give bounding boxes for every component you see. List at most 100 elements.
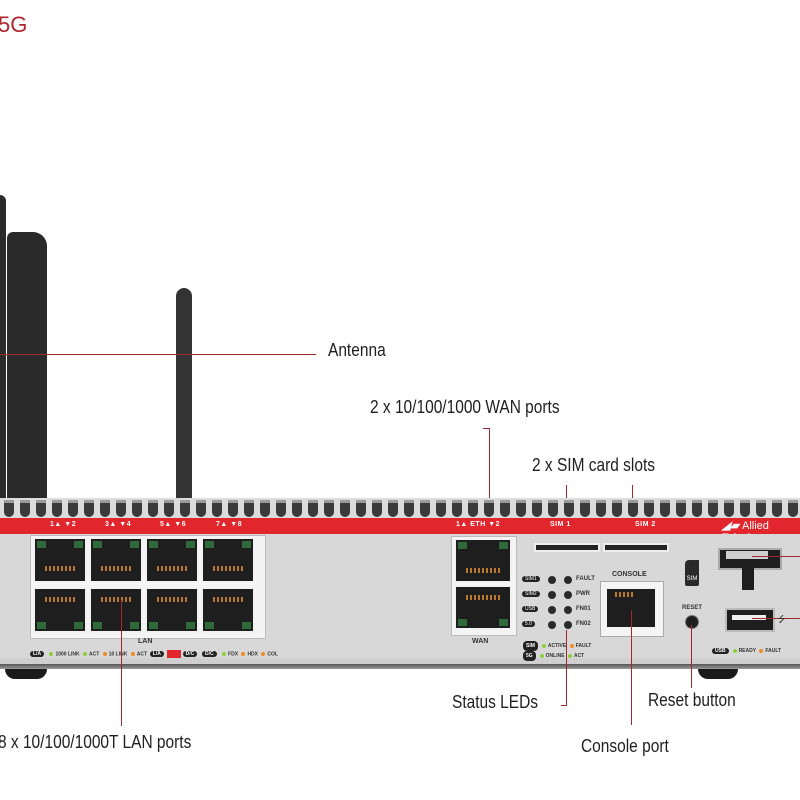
port-pins bbox=[45, 597, 75, 602]
module-slot-inner bbox=[726, 551, 768, 559]
usb-port[interactable] bbox=[725, 608, 775, 632]
legend-text: FAULT bbox=[765, 648, 782, 654]
mode-pill: L/A bbox=[149, 651, 164, 658]
status-led-icon bbox=[564, 591, 572, 599]
vent-slot bbox=[260, 500, 270, 517]
status-leds-callout-line-h bbox=[561, 705, 567, 706]
status-leds-label: Status LEDs bbox=[452, 692, 539, 712]
sim1-slot[interactable] bbox=[534, 543, 600, 552]
status-pill: SIM bbox=[523, 641, 538, 651]
vent-slot bbox=[180, 500, 190, 517]
port-led-icon bbox=[37, 622, 46, 629]
antenna-large-left bbox=[0, 195, 6, 500]
vent-slot bbox=[452, 500, 462, 517]
lan-legend-pill: L/A bbox=[30, 651, 45, 658]
lan-port-label-1-2: 1▲ ▼2 bbox=[50, 521, 77, 528]
port-pins bbox=[101, 597, 131, 602]
module-slot-stem bbox=[742, 566, 754, 590]
vent-slot bbox=[132, 500, 142, 517]
foot-right bbox=[698, 669, 738, 679]
lan-port-label-5-6: 5▲ ▼6 bbox=[160, 521, 187, 528]
reset-label: RESET bbox=[682, 605, 703, 611]
lan-port-4[interactable] bbox=[89, 587, 143, 633]
port-led-icon bbox=[242, 622, 251, 629]
led-green-icon bbox=[222, 652, 227, 656]
wan-port-2[interactable] bbox=[454, 585, 512, 630]
vent-slot bbox=[68, 500, 78, 517]
vent-slot bbox=[148, 500, 158, 517]
lan-callout-line bbox=[121, 600, 122, 726]
lan-port-3[interactable] bbox=[89, 537, 143, 583]
legend-text: FDX bbox=[228, 651, 239, 658]
foot-left bbox=[5, 669, 47, 679]
status-led-icon bbox=[548, 621, 556, 629]
vent-slot bbox=[644, 500, 654, 517]
red-top-band bbox=[0, 518, 800, 534]
lan-port-label-7-8: 7▲ ▼8 bbox=[216, 521, 243, 528]
wan-port-1[interactable] bbox=[454, 538, 512, 583]
usb-icon: ⭍ bbox=[778, 614, 786, 624]
port-led-icon bbox=[93, 541, 102, 548]
vent-slot bbox=[388, 500, 398, 517]
legend-text: ACT bbox=[136, 651, 147, 658]
vent-slot bbox=[500, 500, 510, 517]
vent-slot bbox=[596, 500, 606, 517]
lan-port-8[interactable] bbox=[201, 587, 255, 633]
port-led-icon bbox=[186, 541, 195, 548]
vent-slot bbox=[100, 500, 110, 517]
vent-slot bbox=[404, 500, 414, 517]
vent-slot bbox=[612, 500, 622, 517]
vent-slot bbox=[756, 500, 766, 517]
lan-port-1[interactable] bbox=[33, 537, 87, 583]
vent-slot bbox=[164, 500, 174, 517]
vent-slot bbox=[660, 500, 670, 517]
status-led-label-left: SIM1 bbox=[522, 576, 540, 582]
status-leds-callout-line-v bbox=[566, 630, 567, 705]
legend-text: HDX bbox=[247, 651, 258, 658]
port-led-icon bbox=[74, 541, 83, 548]
legend-text: 10 LINK bbox=[108, 651, 128, 658]
usb-pill: USB bbox=[712, 648, 729, 654]
dc-pill: D/C bbox=[202, 651, 217, 658]
reset-button[interactable] bbox=[685, 615, 699, 629]
vent-slot bbox=[244, 500, 254, 517]
led-mode-button[interactable] bbox=[167, 650, 182, 658]
antenna-large bbox=[7, 232, 47, 500]
vent-slot bbox=[36, 500, 46, 517]
vent-slot bbox=[20, 500, 30, 517]
lan-port-5[interactable] bbox=[145, 537, 199, 583]
sim2-band-label: SIM 2 bbox=[635, 521, 656, 528]
lan-port-6[interactable] bbox=[145, 587, 199, 633]
usb-callout-line bbox=[752, 618, 800, 619]
lan-port-7[interactable] bbox=[201, 537, 255, 583]
vent-slot bbox=[788, 500, 798, 517]
status-led-icon bbox=[548, 606, 556, 614]
vent-slot bbox=[692, 500, 702, 517]
vent-slot bbox=[308, 500, 318, 517]
vent-slot bbox=[292, 500, 302, 517]
vent-slot bbox=[436, 500, 446, 517]
legend-text: COL bbox=[267, 651, 278, 658]
vent-slot bbox=[676, 500, 686, 517]
vent-slot bbox=[372, 500, 382, 517]
reset-callout-line bbox=[691, 625, 692, 688]
wan-ports-label: 2 x 10/100/1000 WAN ports bbox=[370, 397, 560, 417]
status-led-label-left: USB bbox=[522, 606, 539, 612]
vent-slot bbox=[84, 500, 94, 517]
vent-slot bbox=[516, 500, 526, 517]
port-pins bbox=[157, 597, 187, 602]
led-green-icon bbox=[541, 643, 546, 648]
led-orange-icon bbox=[569, 643, 574, 648]
lan-port-2[interactable] bbox=[33, 587, 87, 633]
console-callout-line bbox=[631, 610, 632, 725]
led-green-icon bbox=[732, 648, 737, 653]
lan-ports-label: 8 x 10/100/1000T LAN ports bbox=[0, 732, 192, 752]
brand-mark-icon: ◢▰ bbox=[722, 520, 742, 532]
port-led-icon bbox=[186, 622, 195, 629]
vent-slot bbox=[340, 500, 350, 517]
sim2-slot[interactable] bbox=[603, 543, 669, 552]
led-green-icon bbox=[539, 653, 544, 658]
legend-text: ACTIVE bbox=[547, 643, 567, 649]
status-led-icon bbox=[564, 606, 572, 614]
